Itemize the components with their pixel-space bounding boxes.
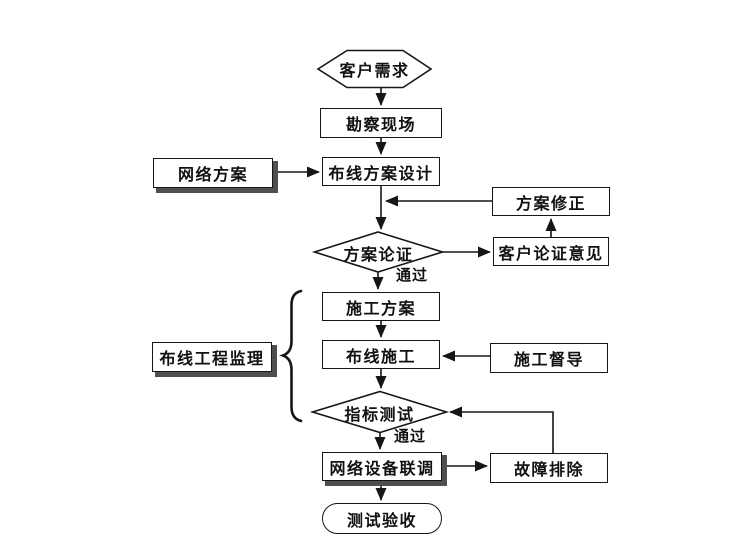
node-test-acceptance-label: 测试验收 (346, 510, 417, 530)
node-cabling-project-supervision: 布线工程监理 (152, 342, 272, 372)
node-plan-review-label: 方案论证 (343, 244, 414, 264)
node-plan-revision-label: 方案修正 (515, 193, 586, 213)
node-cabling-construction: 布线施工 (322, 340, 440, 369)
node-cabling-design: 布线方案设计 (322, 157, 440, 186)
plan-review-diamond (311, 231, 446, 273)
node-cabling-construction-label: 布线施工 (345, 346, 416, 366)
node-plan-revision: 方案修正 (492, 187, 610, 216)
node-customer-review-opinion-label: 客户论证意见 (498, 243, 604, 263)
node-network-plan: 网络方案 (153, 158, 273, 188)
node-cabling-design-label: 布线方案设计 (328, 163, 434, 183)
edge-label-pass-index-test: 通过 (394, 427, 427, 445)
node-construction-plan: 施工方案 (322, 292, 440, 321)
node-troubleshooting-label: 故障排除 (513, 460, 584, 479)
node-troubleshooting: 故障排除 (490, 453, 608, 483)
node-cabling-project-supervision-label: 布线工程监理 (159, 349, 265, 368)
edge-troubleshooting-to-index-test (449, 406, 554, 453)
node-construction-plan-label: 施工方案 (345, 298, 416, 318)
node-construction-supervision-label: 施工督导 (513, 350, 584, 369)
node-customer-review-opinion: 客户论证意见 (493, 237, 609, 266)
node-index-test-label: 指标测试 (344, 404, 415, 424)
group-brace-icon (279, 289, 303, 423)
node-network-plan-label: 网络方案 (177, 165, 248, 184)
node-equipment-joint-debugging: 网络设备联调 (322, 452, 442, 481)
node-test-acceptance: 测试验收 (322, 503, 442, 534)
edge-label-pass-plan-review: 通过 (396, 266, 429, 284)
node-customer-demand-label: 客户需求 (339, 61, 410, 80)
index-test-diamond (309, 390, 450, 434)
customer-demand-hexagon (316, 49, 433, 89)
node-site-survey-label: 勘察现场 (345, 115, 416, 134)
node-construction-supervision: 施工督导 (490, 343, 608, 373)
node-equipment-joint-debugging-label: 网络设备联调 (329, 458, 435, 478)
node-site-survey: 勘察现场 (320, 108, 442, 138)
